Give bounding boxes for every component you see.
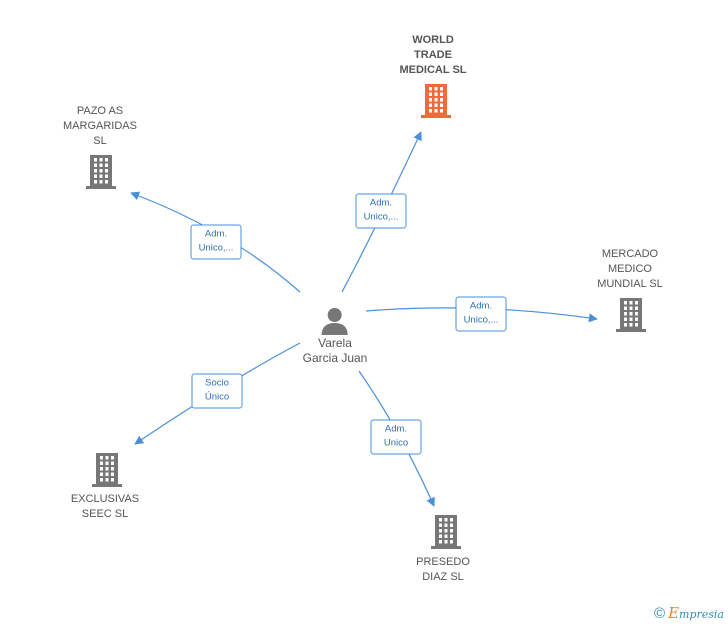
person-icon <box>321 308 348 335</box>
company-label-mercado-medico-mundial[interactable]: MERCADO MEDICO MUNDIAL SL <box>597 248 663 290</box>
company-label-exclusivas-seec[interactable]: EXCLUSIVAS SEEC SL <box>70 493 140 520</box>
brand-logo-text: mpresia <box>679 608 724 621</box>
brand-logo-initial: E <box>668 604 680 622</box>
company-label-pazo-as-margaridas[interactable]: PAZO AS MARGARIDAS SL <box>63 105 137 147</box>
copyright-symbol: © <box>654 604 666 622</box>
edge-label-mercado[interactable]: Adm. Unico,... <box>455 296 507 332</box>
building-icon-pazo[interactable] <box>86 155 116 189</box>
person-label: Varela Garcia Juan <box>302 336 368 365</box>
edge-label-world-trade[interactable]: Adm. Unico,... <box>355 193 407 229</box>
building-icon-presedo[interactable] <box>431 515 461 549</box>
company-label-world-trade-medical[interactable]: WORLD TRADE MEDICAL SL <box>399 34 467 76</box>
edge-label-presedo[interactable]: Adm. Unico <box>370 419 422 455</box>
footer-brand: © Empresia <box>654 604 724 622</box>
building-icon-exclusivas[interactable] <box>92 453 122 487</box>
person-node-varela-garcia-juan[interactable]: Varela Garcia Juan <box>302 306 368 366</box>
building-icon-world-trade[interactable] <box>421 84 451 118</box>
building-icon-mercado[interactable] <box>616 298 646 332</box>
edge-label-pazo[interactable]: Adm. Unico,... <box>190 224 242 260</box>
company-label-presedo-diaz[interactable]: PRESEDO DIAZ SL <box>416 556 470 583</box>
edge-label-exclusivas[interactable]: Socio Único <box>191 373 243 409</box>
